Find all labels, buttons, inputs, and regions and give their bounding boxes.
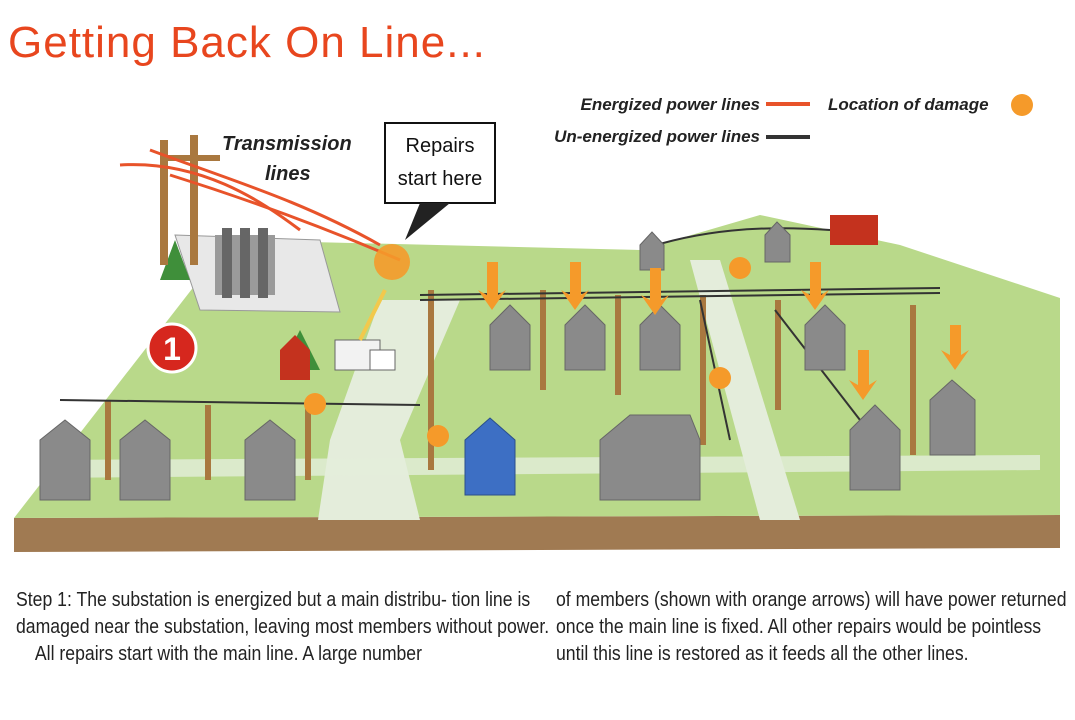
substation <box>174 228 341 313</box>
damage-icon <box>304 393 326 415</box>
caption-left: Step 1: The substation is energized but … <box>16 586 566 667</box>
damage-icon <box>729 257 751 279</box>
road-side <box>690 260 800 520</box>
blue-house <box>464 417 516 496</box>
step-number: 1 <box>163 331 181 367</box>
legend-energized-label: Energized power lines <box>581 95 761 114</box>
repairs-callout: Repairs start here <box>384 122 496 240</box>
caption-right: of members (shown with orange arrows) wi… <box>556 586 1072 667</box>
repair-truck <box>334 289 396 371</box>
power-restoration-diagram: 1 Transmission lines Repairs start here … <box>14 94 1060 552</box>
legend-damage-label: Location of damage <box>828 95 989 114</box>
soil-edge <box>14 515 1060 552</box>
damage-icon <box>709 367 731 389</box>
transmission-poles <box>160 135 220 265</box>
damage-icon <box>427 425 449 447</box>
damage-icon <box>1011 94 1033 116</box>
houses <box>39 221 976 501</box>
legend: Energized power lines Un-energized power… <box>554 95 989 146</box>
caption-paragraph: of members (shown with orange arrows) wi… <box>556 588 1067 665</box>
page-title: Getting Back On Line... <box>8 18 486 67</box>
caption-paragraph: Step 1: The substation is energized but … <box>16 588 550 638</box>
damage-markers <box>304 94 1033 447</box>
energized-lines <box>119 148 401 262</box>
red-house <box>280 335 310 380</box>
distribution-poles <box>105 290 916 480</box>
repairs-text: Repairs <box>406 135 475 157</box>
legend-unenergized-label: Un-energized power lines <box>554 127 760 146</box>
barn <box>830 215 878 245</box>
repairs-text: start here <box>398 168 482 190</box>
transmission-label: lines <box>265 163 311 185</box>
damage-icon <box>374 244 410 280</box>
caption-paragraph: All repairs start with the main line. A … <box>34 642 422 665</box>
transmission-label: Transmission <box>222 133 352 155</box>
step-badge <box>146 322 198 374</box>
orange-arrows <box>478 262 969 400</box>
